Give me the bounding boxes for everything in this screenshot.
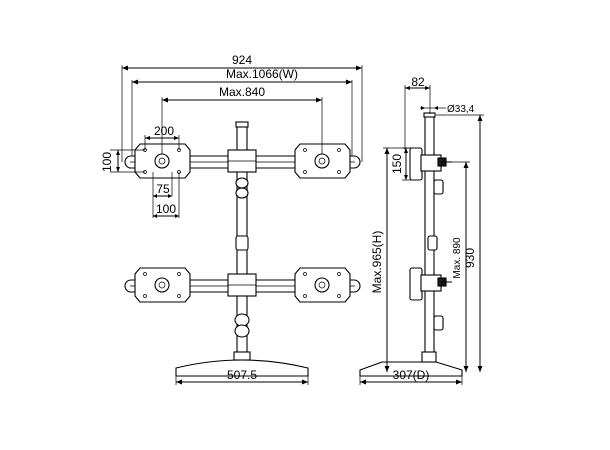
dim-max-890 xyxy=(446,161,470,372)
vesa-plate-lower-left xyxy=(134,267,191,303)
dim-100-vertical xyxy=(110,149,145,173)
dim-label-max-890: Max. 890 xyxy=(452,237,463,279)
front-view: 924 Max.1066(W) Max.840 200 xyxy=(100,53,363,385)
base xyxy=(175,359,309,377)
dim-label-max-width: Max.1066(W) xyxy=(226,67,298,81)
dim-pole-diameter xyxy=(420,106,446,110)
dim-label-100-horizontal: 100 xyxy=(156,202,176,216)
dim-label-150: 150 xyxy=(390,154,404,174)
dim-max-840 xyxy=(161,97,323,154)
vesa-plate-upper-left xyxy=(134,143,191,179)
dim-vesa-small xyxy=(152,172,180,218)
dim-label-100-vertical: 100 xyxy=(100,152,114,172)
dim-label-930: 930 xyxy=(463,248,477,268)
side-view: 82 Ø33,4 150 Max.965(H) Max. xyxy=(359,75,484,385)
dim-base-depth xyxy=(359,372,463,385)
dim-924 xyxy=(121,65,363,162)
vesa-plate-upper-right xyxy=(294,143,351,179)
side-bracket-lower xyxy=(409,267,452,331)
dim-label-924: 924 xyxy=(232,53,252,67)
dim-max-height xyxy=(383,147,410,372)
dim-930 xyxy=(436,114,484,372)
dim-label-pole-diameter: Ø33,4 xyxy=(447,104,475,115)
dim-label-200: 200 xyxy=(154,124,174,138)
dim-label-max-height: Max.965(H) xyxy=(370,231,384,294)
dim-label-75: 75 xyxy=(156,182,170,196)
dim-label-max-840: Max.840 xyxy=(219,85,265,99)
dim-base-width xyxy=(175,372,309,385)
dim-label-base-width: 507.5 xyxy=(227,368,257,382)
dim-label-82: 82 xyxy=(411,75,425,89)
vesa-plate-lower-right xyxy=(294,267,351,303)
dim-200 xyxy=(144,135,180,150)
dim-label-base-depth: 307(D) xyxy=(393,368,430,382)
dim-max-width xyxy=(131,79,353,156)
dim-side-82 xyxy=(404,85,431,150)
side-bracket-upper xyxy=(409,147,452,195)
